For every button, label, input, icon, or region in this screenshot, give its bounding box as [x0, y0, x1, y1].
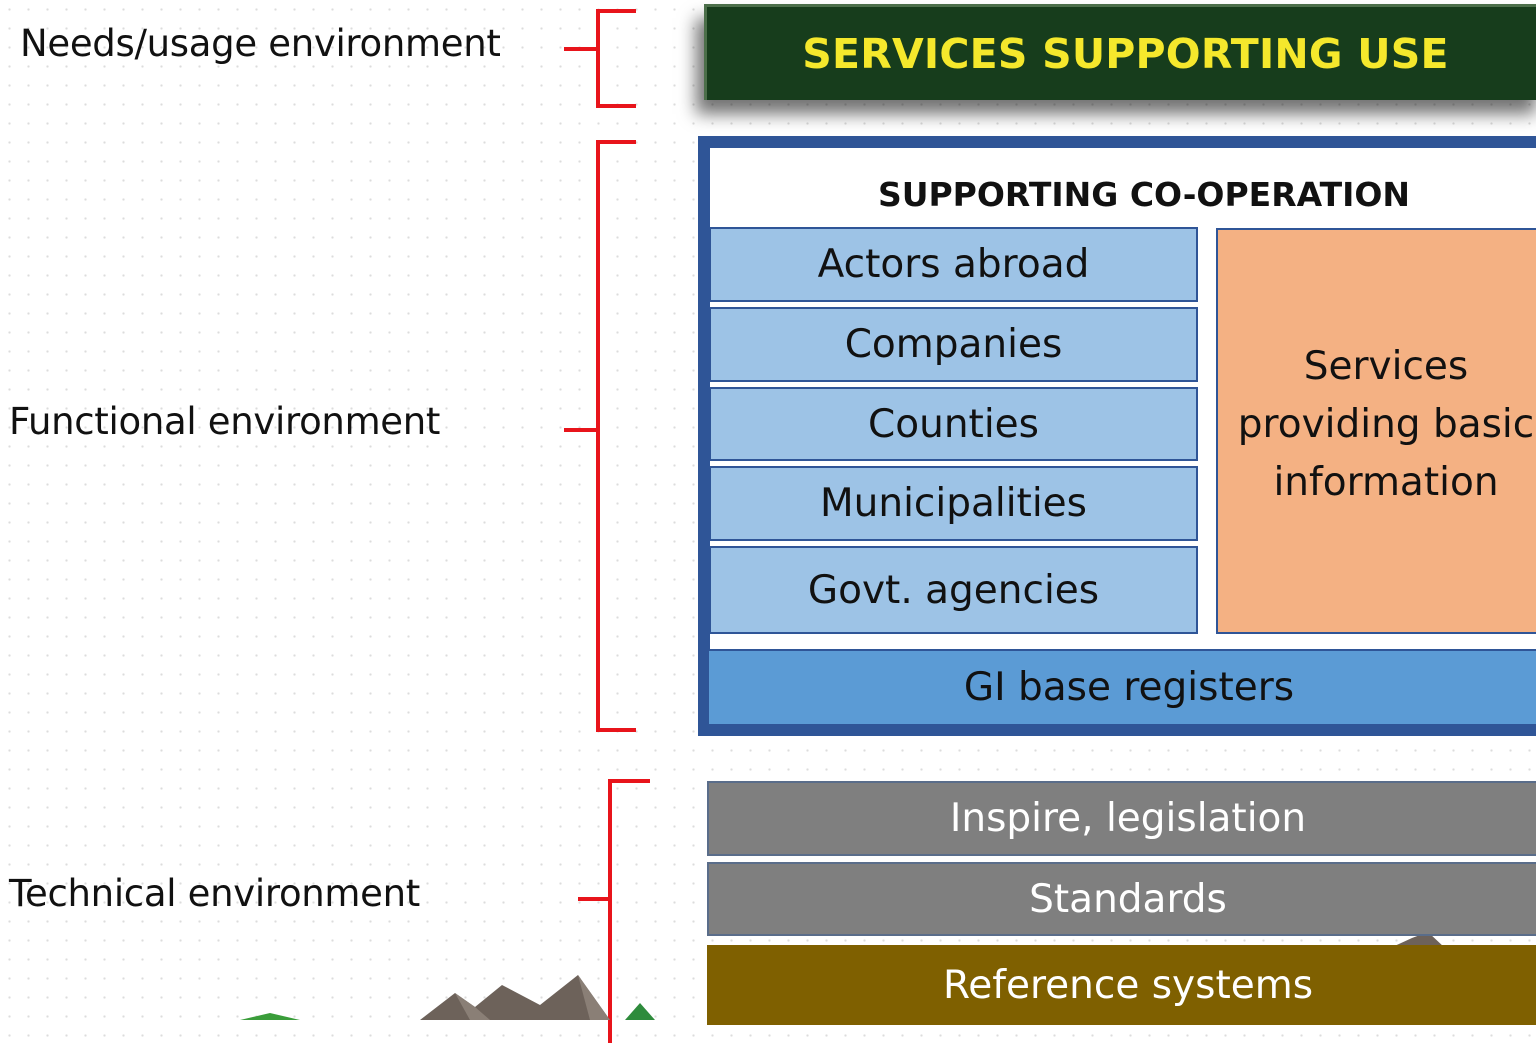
layer-reference-systems: Reference systems	[707, 945, 1536, 1025]
actor-item-municipalities: Municipalities	[709, 466, 1198, 541]
actor-item-companies: Companies	[709, 307, 1198, 382]
actor-item-counties: Counties	[709, 387, 1198, 461]
cooperation-title: SUPPORTING CO-OPERATION	[877, 174, 1411, 214]
services-basic-information-box: Services providing basic information	[1216, 228, 1536, 634]
mountains-decoration	[240, 975, 655, 1020]
gi-base-registers: GI base registers	[709, 649, 1536, 724]
layer-inspire-legislation: Inspire, legislation	[707, 781, 1536, 856]
services-supporting-use-banner: SERVICES SUPPORTING USE	[704, 4, 1536, 100]
mountain-peek-decoration	[1390, 932, 1445, 948]
actor-item-govt-agencies: Govt. agencies	[709, 546, 1198, 634]
technical-environment-label: Technical environment	[9, 872, 420, 915]
services-basic-information-text: Services providing basic information	[1237, 344, 1535, 505]
actor-item-actors-abroad: Actors abroad	[709, 227, 1198, 302]
banner-text: SERVICES SUPPORTING USE	[802, 29, 1449, 78]
needs-environment-label: Needs/usage environment	[20, 22, 501, 65]
layer-standards: Standards	[707, 862, 1536, 936]
functional-environment-label: Functional environment	[9, 400, 441, 443]
